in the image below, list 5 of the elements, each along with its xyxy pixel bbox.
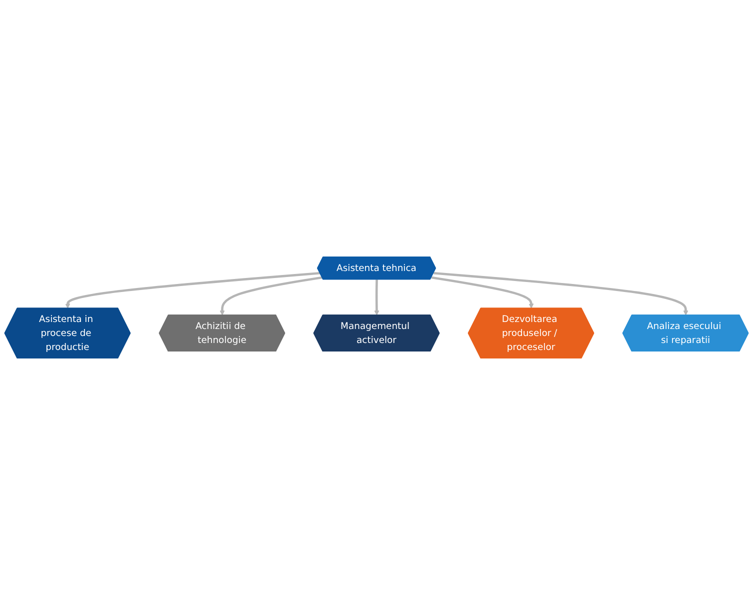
arrow bbox=[374, 280, 380, 316]
arrow bbox=[434, 272, 688, 316]
arrow bbox=[220, 276, 322, 316]
arrow bbox=[65, 272, 320, 309]
arrow bbox=[431, 276, 534, 309]
